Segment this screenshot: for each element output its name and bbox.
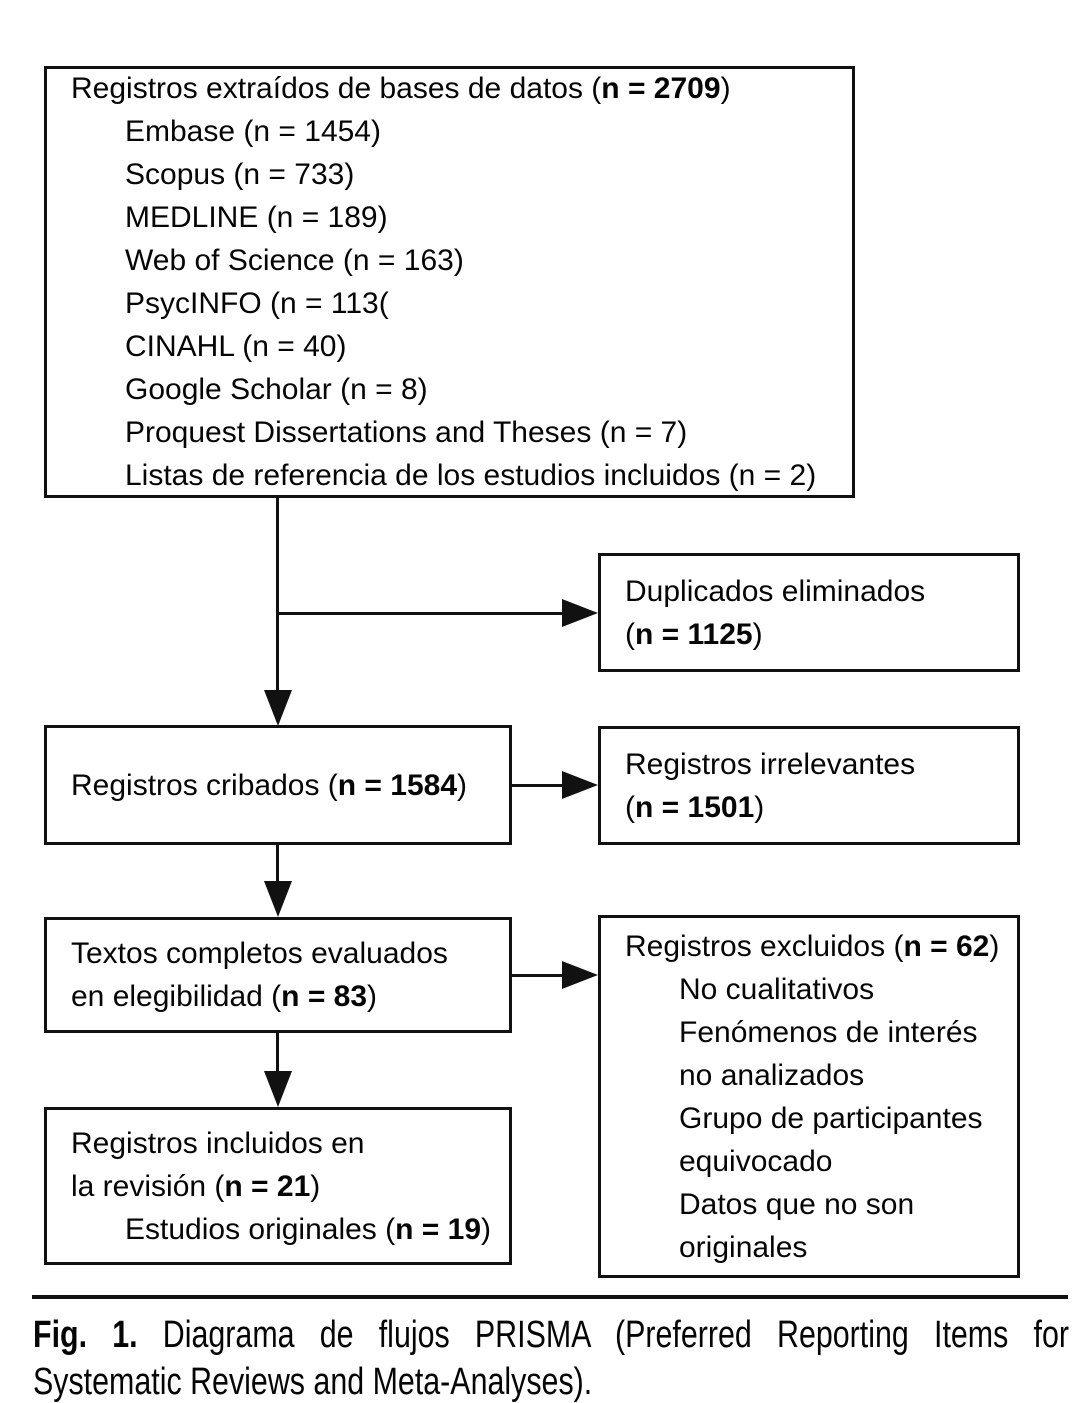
box-line-text: Datos que no son [679, 1187, 915, 1221]
box-line: originales [625, 1226, 1009, 1269]
box-line: MEDLINE (n = 189) [71, 196, 844, 239]
box-line: Datos que no son [625, 1183, 1009, 1226]
box-line: no analizados [625, 1054, 1009, 1097]
box-line: Registros incluidos en [71, 1122, 501, 1165]
records-excluded-box: Registros excluidos (n = 62) No cualitati… [598, 915, 1020, 1278]
box-line-text: ) [754, 790, 765, 824]
box-line-text: Textos completos evaluados [71, 937, 448, 970]
box-line: Grupo de participantes [625, 1097, 1009, 1140]
box-line: CINAHL (n = 40) [71, 325, 844, 368]
box-line-text: la revisión ( [71, 1169, 225, 1203]
box-line-text: Grupo de participantes [679, 1101, 983, 1135]
figure-caption: Fig. 1. Diagrama de flujos PRISMA (Prefe… [33, 1312, 1069, 1403]
box-line: Proquest Dissertations and Theses (n = 7… [71, 411, 844, 454]
irrelevant-records-box: Registros irrelevantes (n = 1501) [598, 726, 1020, 845]
box-line-text: PsycINFO (n = 113( [125, 287, 389, 320]
box-line-text: ) [720, 72, 731, 105]
identification-box: Registros extraídos de bases de datos (n… [44, 66, 855, 498]
arrowhead-right-to-excluded-icon [562, 961, 598, 989]
box-line-count: n = 2709 [601, 72, 721, 105]
box-line: en elegibilidad (n = 83) [71, 975, 501, 1018]
box-line-text: Google Scholar (n = 8) [125, 373, 428, 406]
box-line: Google Scholar (n = 8) [71, 368, 844, 411]
box-line-count: n = 83 [281, 980, 368, 1013]
box-line: Registros excluidos (n = 62) [625, 925, 1009, 968]
box-line-text: Web of Science (n = 163) [125, 244, 464, 277]
box-line-count: n = 62 [903, 929, 990, 963]
box-line-text: Proquest Dissertations and Theses (n = 7… [125, 416, 688, 449]
box-line-text: No cualitativos [679, 972, 875, 1006]
box-line-text: Scopus (n = 733) [125, 158, 355, 191]
box-line-text: ) [367, 980, 378, 1013]
flow-line-branch-duplicates [276, 612, 562, 615]
arrowhead-down-to-included-icon [264, 1071, 292, 1107]
box-line: Registros cribados (n = 1584) [71, 764, 501, 807]
fulltext-assessed-box: Textos completos evaluados en elegibilida… [44, 917, 512, 1033]
box-line: Registros extraídos de bases de datos (n… [71, 67, 844, 110]
arrowhead-down-to-screened-icon [264, 690, 292, 726]
box-line-text: ( [625, 617, 635, 651]
box-line-text: en elegibilidad ( [71, 980, 282, 1013]
box-line-text: Estudios originales ( [125, 1212, 396, 1246]
box-line-count: n = 19 [395, 1212, 482, 1246]
box-line-text: equivocado [679, 1144, 833, 1178]
box-line-text: ) [481, 1212, 492, 1246]
box-line-text: Registros extraídos de bases de datos ( [71, 72, 602, 105]
box-line-text: ) [752, 617, 763, 651]
box-line-text: Registros irrelevantes [625, 747, 916, 781]
arrowhead-right-to-duplicates-icon [562, 599, 598, 627]
box-line: Fenómenos de interés [625, 1011, 1009, 1054]
box-line-text: Registros excluidos ( [625, 929, 904, 963]
flow-line-screened-to-irrelevant [512, 784, 564, 787]
box-line: equivocado [625, 1140, 1009, 1183]
box-line-text: MEDLINE (n = 189) [125, 201, 388, 234]
flow-line-fulltext-to-excluded [512, 974, 564, 977]
box-line-text: Embase (n = 1454) [125, 115, 381, 148]
box-line-text: ( [625, 790, 635, 824]
box-line-text: ) [310, 1169, 321, 1203]
arrowhead-down-to-fulltext-icon [264, 881, 292, 917]
box-line: Duplicados eliminados [625, 570, 1009, 613]
box-line-count: n = 1501 [635, 790, 755, 824]
box-line: Web of Science (n = 163) [71, 239, 844, 282]
box-line-text: Registros incluidos en [71, 1126, 365, 1160]
flow-line-fulltext-to-included [276, 1033, 279, 1073]
box-line: Listas de referencia de los estudios inc… [71, 454, 844, 497]
caption-text: Diagrama de flujos PRISMA (Preferred Rep… [33, 1314, 1069, 1403]
box-line: No cualitativos [625, 968, 1009, 1011]
box-line-text: Fenómenos de interés [679, 1015, 978, 1049]
box-line: Embase (n = 1454) [71, 110, 844, 153]
records-screened-box: Registros cribados (n = 1584) [44, 725, 512, 845]
box-line-text: CINAHL (n = 40) [125, 330, 347, 363]
box-line: (n = 1501) [625, 786, 1009, 829]
box-line: Registros irrelevantes [625, 743, 1009, 786]
box-line-text: ) [457, 768, 468, 802]
box-line: (n = 1125) [625, 613, 1009, 656]
box-line-text: Listas de referencia de los estudios inc… [125, 459, 817, 492]
box-line: Textos completos evaluados [71, 932, 501, 975]
duplicates-removed-box: Duplicados eliminados (n = 1125) [598, 553, 1020, 672]
arrowhead-right-to-irrelevant-icon [562, 771, 598, 799]
box-line-text: Duplicados eliminados [625, 574, 926, 608]
box-line-text: no analizados [679, 1058, 865, 1092]
caption-divider [32, 1295, 1068, 1299]
flow-line-identification-to-screened [276, 498, 279, 692]
box-line: Estudios originales (n = 19) [71, 1208, 501, 1251]
box-line-text: ) [989, 929, 1000, 963]
box-line-count: n = 1584 [337, 768, 458, 802]
box-line: Scopus (n = 733) [71, 153, 844, 196]
records-included-box: Registros incluidos en la revisión (n = 2… [44, 1107, 512, 1265]
box-line: PsycINFO (n = 113( [71, 282, 844, 325]
box-line-text: originales [679, 1230, 808, 1264]
flow-line-screened-to-fulltext [276, 845, 279, 883]
box-line-count: n = 1125 [635, 617, 753, 651]
caption-label: Fig. 1. [33, 1314, 138, 1356]
box-line-text: Registros cribados ( [71, 768, 338, 802]
box-line-count: n = 21 [224, 1169, 311, 1203]
box-line: la revisión (n = 21) [71, 1165, 501, 1208]
